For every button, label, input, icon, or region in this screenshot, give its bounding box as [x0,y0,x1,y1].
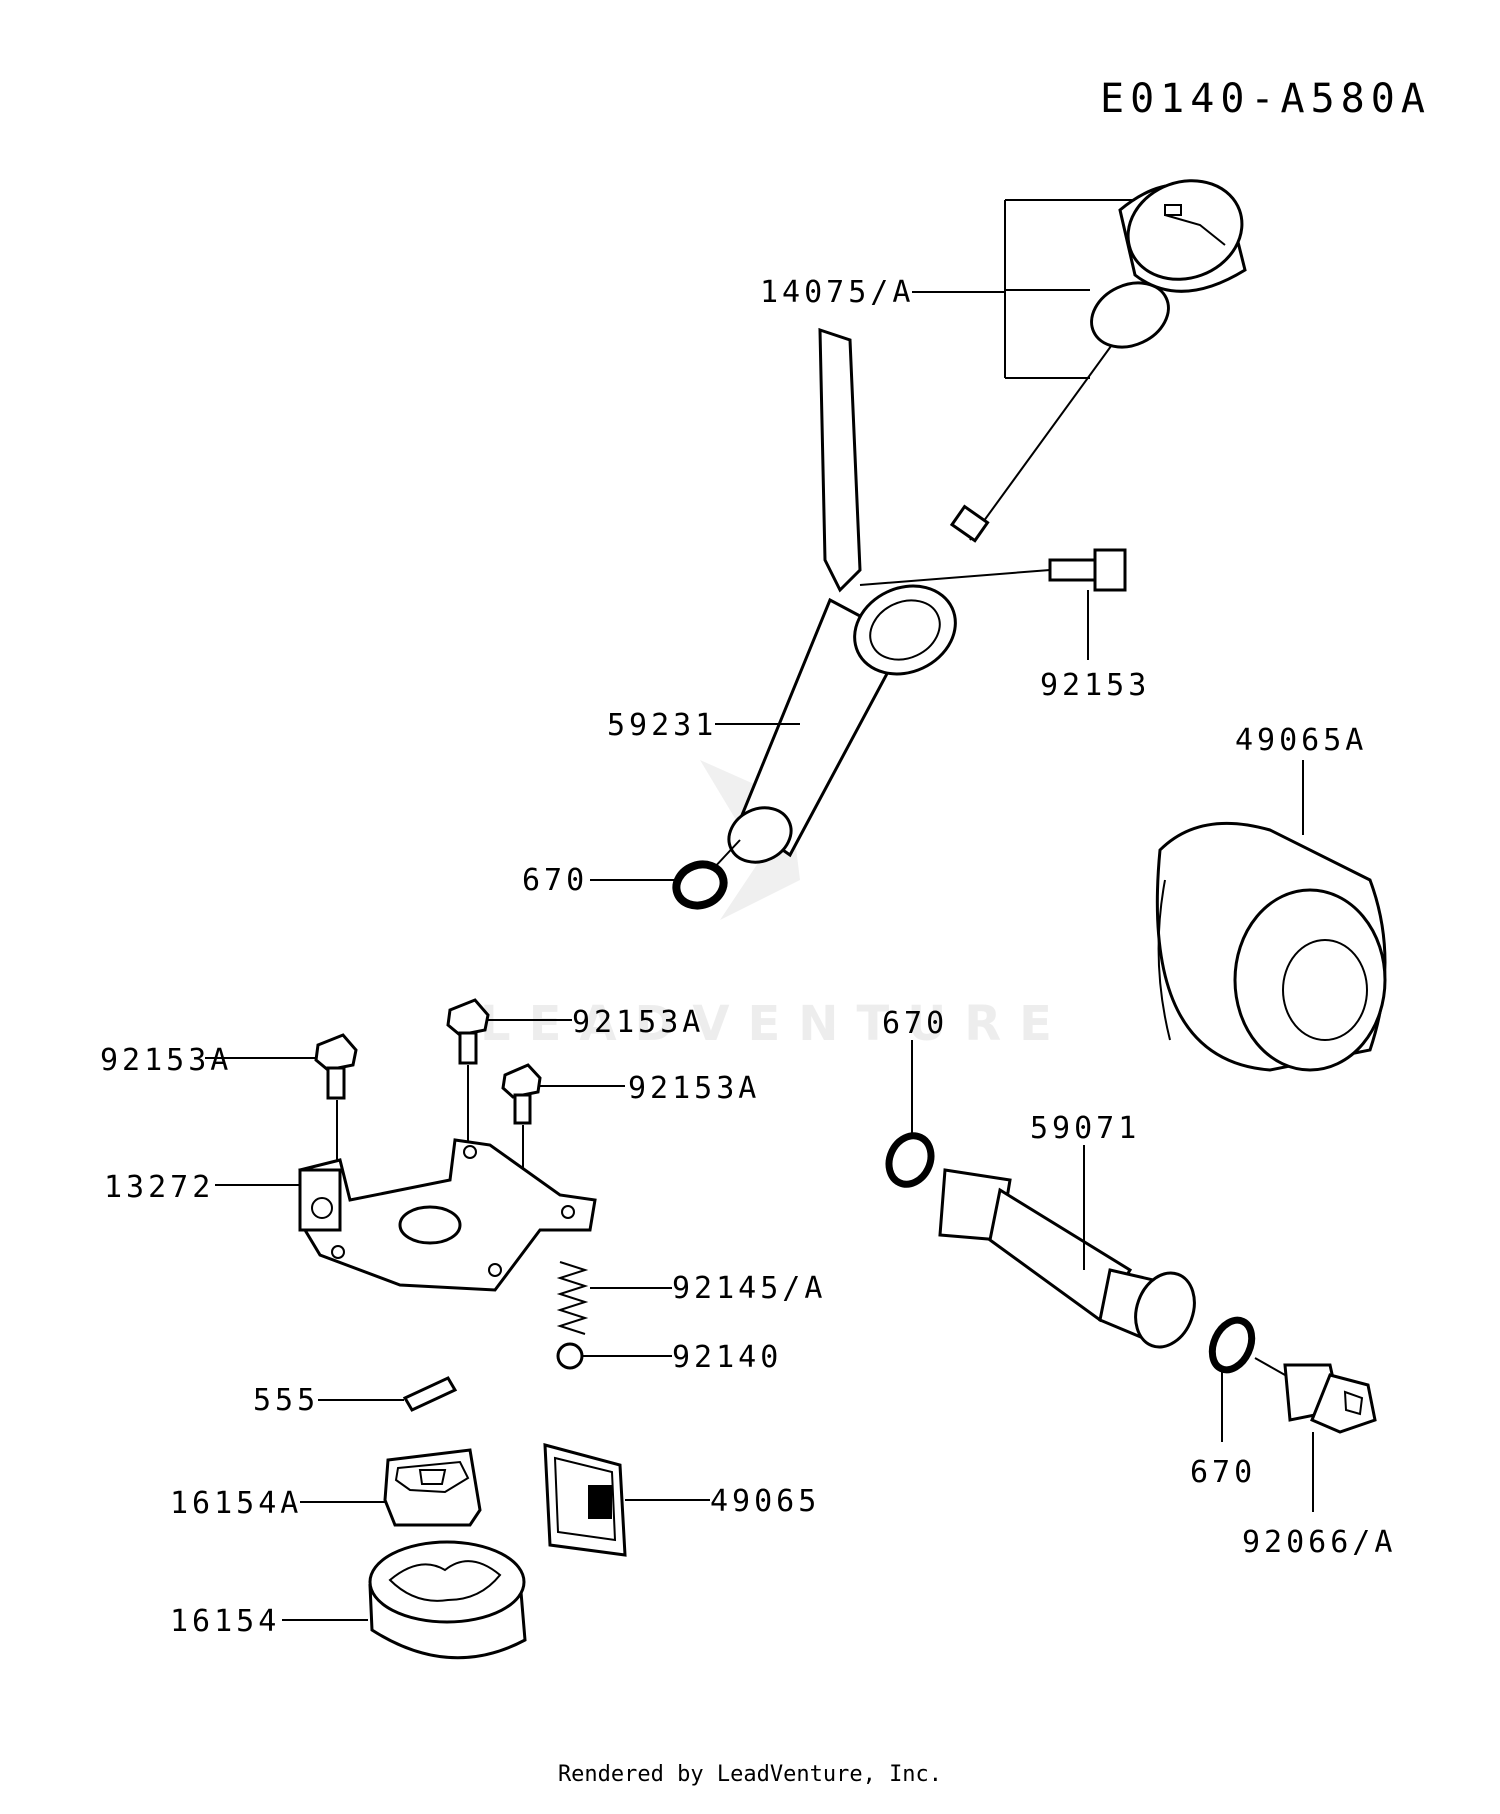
screen-part[interactable] [543,1443,627,1557]
spring-part[interactable] [556,1261,589,1335]
dipstick-leader [912,199,1135,379]
render-credit: Rendered by LeadVenture, Inc. [557,1762,943,1787]
plate-part[interactable] [298,1138,597,1292]
watermark-text: LEADVENTURE [480,996,1070,1052]
callout-oring-pipe: 670 [882,1006,948,1041]
oil-filler-tube-part[interactable] [720,327,970,872]
callout-bolt-a1: 92153A [572,1005,704,1040]
oring-pipe-part[interactable] [881,1129,938,1191]
outer-rotor-part[interactable] [368,1540,527,1660]
callout-bolt-top: 92153 [1040,668,1150,703]
drain-plug-part[interactable] [1283,1363,1377,1434]
callout-oring-plug: 670 [1190,1455,1256,1490]
bolt-92153a-3-part[interactable] [501,1063,542,1125]
oil-pipe-part[interactable] [938,1168,1204,1355]
callout-spring: 92145/A [672,1271,826,1306]
callout-oil-pipe: 59071 [1030,1111,1140,1146]
callout-screen: 49065 [710,1484,820,1519]
bolt-92153a-2-part[interactable] [314,1033,358,1100]
diagram-id: E0140-A580A [1100,76,1431,122]
oring-tube-part[interactable] [671,858,730,912]
callout-oil-filter: 49065A [1235,723,1367,758]
callout-bolt-a3: 92153A [628,1071,760,1106]
callout-oil-filler-tube: 59231 [607,708,717,743]
pin-part[interactable] [402,1376,458,1412]
callout-oring-tube: 670 [522,863,588,898]
callout-inner-rotor: 16154A [170,1486,302,1521]
callout-plate: 13272 [104,1170,214,1205]
inner-rotor-part[interactable] [383,1448,482,1527]
bolt-92153-part[interactable] [1048,548,1127,592]
bolt-92153a-1-part[interactable] [446,998,490,1065]
oring-plug-part[interactable] [1205,1314,1260,1376]
callout-ball: 92140 [672,1340,782,1375]
callout-pin: 555 [253,1383,319,1418]
callout-drain-plug: 92066/A [1242,1525,1396,1560]
ball-part[interactable] [556,1342,584,1370]
dipstick-part[interactable] [949,165,1256,543]
callout-outer-rotor: 16154 [170,1604,280,1639]
oil-filter-part[interactable] [1155,821,1387,1072]
callout-bolt-a2: 92153A [100,1043,232,1078]
callout-dipstick: 14075/A [760,275,914,310]
